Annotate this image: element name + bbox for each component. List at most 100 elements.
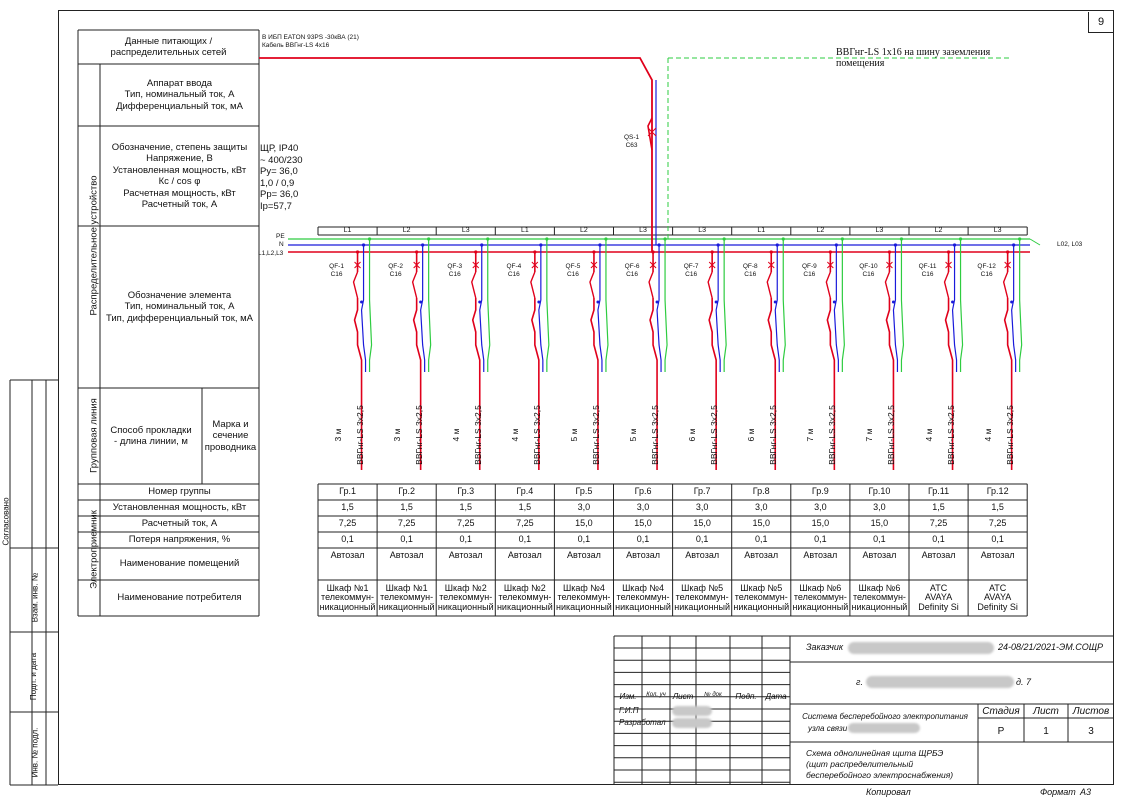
- qs-x2: [647, 127, 657, 137]
- group-wire-n: [360, 245, 367, 372]
- row-installed-power: Установленная мощность, кВт: [112, 502, 247, 514]
- tb-gip-label: Г.И.П: [619, 706, 639, 715]
- group-cell-i: 7,25: [338, 518, 357, 529]
- group-cell-no: Гр.8: [752, 486, 770, 497]
- group-wire-l-down: [471, 298, 481, 470]
- breaker-x2: [590, 261, 598, 269]
- junction-dot: [952, 243, 957, 247]
- phase-label: L2: [580, 227, 588, 235]
- phase-label: L2: [816, 227, 825, 235]
- junction-dot: [657, 243, 661, 247]
- group-cell-no: Гр.3: [457, 486, 475, 497]
- breaker-x2: [531, 261, 539, 269]
- group-wire-l-down: [590, 298, 599, 470]
- cable-mark: ВВГнг-LS 3x2,5: [945, 405, 956, 465]
- breaker-contact: [411, 271, 418, 299]
- stamp-agreed: Согласовано: [1, 497, 11, 546]
- tb-system-title-2: узла связи: [808, 724, 848, 733]
- group-cell-room: Автозал: [980, 550, 1015, 560]
- group-cell-p: 3,0: [873, 502, 886, 513]
- breaker-x2: [826, 261, 834, 269]
- group-wire-pe: [959, 239, 964, 372]
- group-cell-no: Гр.1: [339, 486, 356, 497]
- group-wire-pe: [664, 239, 668, 372]
- breaker-x2: [472, 261, 480, 269]
- tb-customer-label: Заказчик: [806, 642, 844, 652]
- group-cell-i: 15,0: [870, 518, 889, 529]
- cable-mark: ВВГнг-LS 3x2,5: [768, 405, 779, 465]
- breaker-x2: [945, 261, 952, 269]
- tb-sheet: 1: [1043, 726, 1049, 737]
- group-cell-room: Автозал: [626, 550, 660, 560]
- group-wire-pe: [782, 239, 786, 372]
- tb-sheet-label: Лист: [1033, 706, 1059, 717]
- tb-stage: Р: [997, 726, 1005, 737]
- junction-dot: [828, 250, 832, 254]
- group-wire-l-down: [1003, 298, 1013, 470]
- line-length: 4 м: [982, 428, 993, 442]
- breaker-contact: [884, 271, 891, 299]
- group-cell-no: Гр.6: [634, 486, 652, 497]
- phase-label: L2: [402, 227, 411, 235]
- tb-col-header: № док: [704, 692, 722, 698]
- row-laying-method: Способ прокладки- длина линии, м: [110, 424, 192, 448]
- junction-dot: [1012, 243, 1016, 247]
- stamp-sign-date: Подп. и дата: [29, 652, 39, 701]
- group-wire-l-down: [826, 298, 836, 470]
- row-voltage-loss: Потеря напряжения, %: [128, 534, 231, 546]
- tb-gip-name-redacted: [672, 706, 712, 716]
- breaker-x2: [413, 261, 421, 269]
- group-cell-i: 7,25: [988, 518, 1007, 529]
- tb-developer-label: Разработал: [619, 718, 666, 727]
- group-wire-pe: [487, 239, 491, 372]
- phase-label: L1: [520, 227, 529, 235]
- junction-dot: [840, 237, 844, 241]
- cable-mark: ВВГнг-LS 3x2,5: [886, 405, 897, 465]
- group-wire-pe: [723, 239, 727, 372]
- tb-customer-redacted: [848, 642, 994, 654]
- phase-label: L1: [343, 227, 352, 235]
- breaker-x2: [649, 261, 657, 269]
- group-wire-n: [833, 245, 839, 372]
- device-dot: [1010, 300, 1014, 304]
- group-cell-room: Автозал: [921, 550, 956, 560]
- breaker-contact: [589, 271, 595, 299]
- group-cell-p: 3,0: [814, 502, 827, 513]
- group-wire-n: [715, 245, 721, 372]
- junction-dot: [663, 237, 667, 241]
- tb-sheets-label: Листов: [1072, 706, 1110, 717]
- group-cell-no: Гр.10: [868, 486, 891, 497]
- junction-dot: [355, 250, 360, 254]
- breaker-contact: [943, 271, 950, 299]
- tb-dev-name-redacted: [672, 718, 712, 728]
- device-dot: [360, 300, 364, 304]
- group-cell-no: Гр.12: [986, 486, 1009, 497]
- panel-params: ЩР, IP40 ~ 400/230 Ру= 36,0 1,0 / 0,9 Рр…: [260, 143, 303, 212]
- line-length: 7 м: [805, 428, 816, 442]
- group-wire-n: [479, 245, 485, 372]
- group-wire-l-down: [708, 298, 717, 470]
- junction-dot: [533, 250, 537, 254]
- tb-sheets: 3: [1088, 726, 1094, 737]
- stamp-inv-orig: Инв. № подл.: [30, 727, 40, 778]
- tb-doc-code: 24-08/21/2021-ЭМ.СОЩР: [998, 642, 1103, 652]
- group-cell-p: 1,5: [932, 502, 945, 513]
- cable-mark: ВВГнг-LS 3x2,5: [1004, 405, 1015, 465]
- group-cell-du: 0,1: [814, 534, 827, 545]
- source-note-line1: В ИБП EATON 93PS -30кВА (21): [262, 34, 359, 41]
